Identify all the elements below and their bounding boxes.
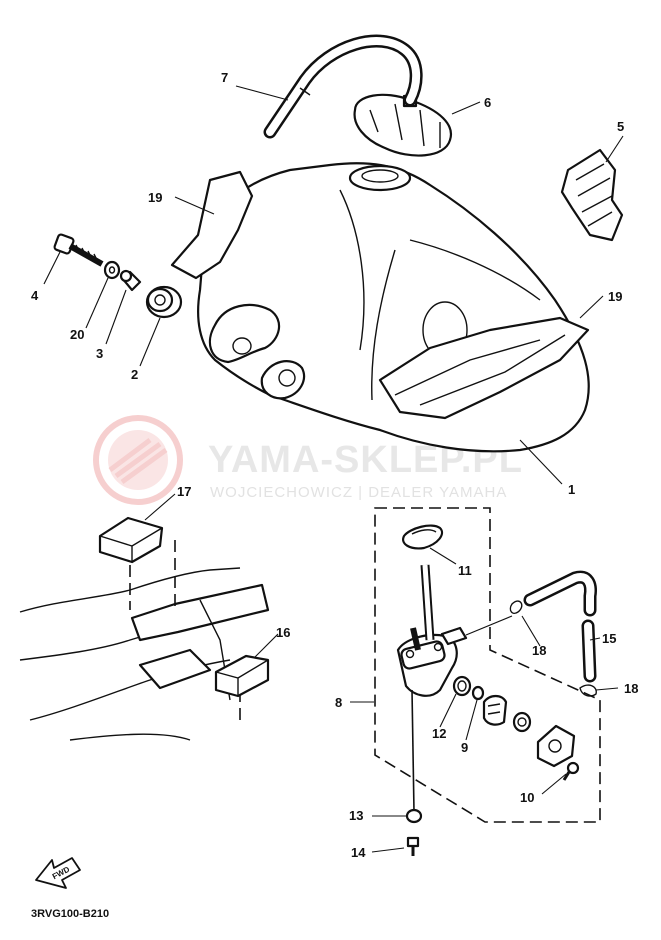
callout-labels: 1 2 3 4 5 6 7 8 9 10 11 12 13 14 15 16 1… — [31, 70, 638, 860]
washer — [103, 260, 121, 280]
hose-clip-lower — [579, 684, 597, 697]
diagram-code: 3RVG100-B210 — [31, 908, 109, 920]
fuel-hose — [523, 570, 597, 683]
callout-18-lower: 18 — [624, 681, 638, 696]
fuel-tank — [197, 162, 590, 453]
hose-clip-upper — [509, 600, 523, 614]
callout-17: 17 — [177, 484, 191, 499]
tank-bracket — [560, 148, 624, 242]
watermark: YAMA-SKLEP.PL WOJCIECHOWICZ | DEALER YAM… — [93, 415, 522, 505]
callout-16: 16 — [276, 625, 290, 640]
filter-screen — [402, 524, 444, 550]
damper — [145, 285, 183, 319]
valve-lever — [482, 694, 508, 726]
leader-lines — [43, 85, 624, 853]
callout-9: 9 — [461, 740, 468, 755]
tank-side-cover-left — [170, 170, 254, 280]
watermark-tagline: WOJCIECHOWICZ | DEALER YAMAHA — [210, 484, 507, 501]
callout-15: 15 — [602, 631, 616, 646]
o-ring-12 — [452, 675, 472, 697]
tank-pad-17 — [98, 516, 164, 564]
callout-12: 12 — [432, 726, 446, 741]
callout-8: 8 — [335, 695, 342, 710]
callout-10: 10 — [520, 790, 534, 805]
callout-7: 7 — [221, 70, 228, 85]
o-ring-9 — [471, 685, 485, 701]
callout-4: 4 — [31, 288, 39, 303]
screw-10 — [562, 761, 580, 781]
callout-6: 6 — [484, 95, 491, 110]
yamaha-tuning-fork-logo-icon — [93, 415, 183, 505]
callout-20: 20 — [70, 327, 84, 342]
callout-1: 1 — [568, 482, 575, 497]
collar — [119, 269, 142, 292]
callout-14: 14 — [351, 845, 366, 860]
drain-screw — [406, 836, 420, 856]
tank-pad-16 — [214, 654, 270, 698]
callout-13: 13 — [349, 808, 363, 823]
fuel-cock-assembly — [374, 507, 601, 823]
breather-hose — [263, 34, 423, 139]
fuel-cap — [353, 93, 453, 157]
callout-11: 11 — [458, 563, 472, 578]
callout-18-upper: 18 — [532, 643, 546, 658]
bolt — [53, 233, 104, 267]
callout-19-right: 19 — [608, 289, 622, 304]
gasket-ring — [512, 711, 532, 733]
frame-section — [19, 540, 270, 741]
callout-2: 2 — [131, 367, 138, 382]
callout-5: 5 — [617, 119, 624, 134]
drain-washer — [405, 808, 423, 824]
forward-arrow-icon: FWD — [35, 857, 81, 889]
callout-19-left: 19 — [148, 190, 162, 205]
lever-plate — [536, 724, 576, 768]
callout-3: 3 — [96, 346, 103, 361]
tank-side-cover-right — [378, 316, 590, 420]
